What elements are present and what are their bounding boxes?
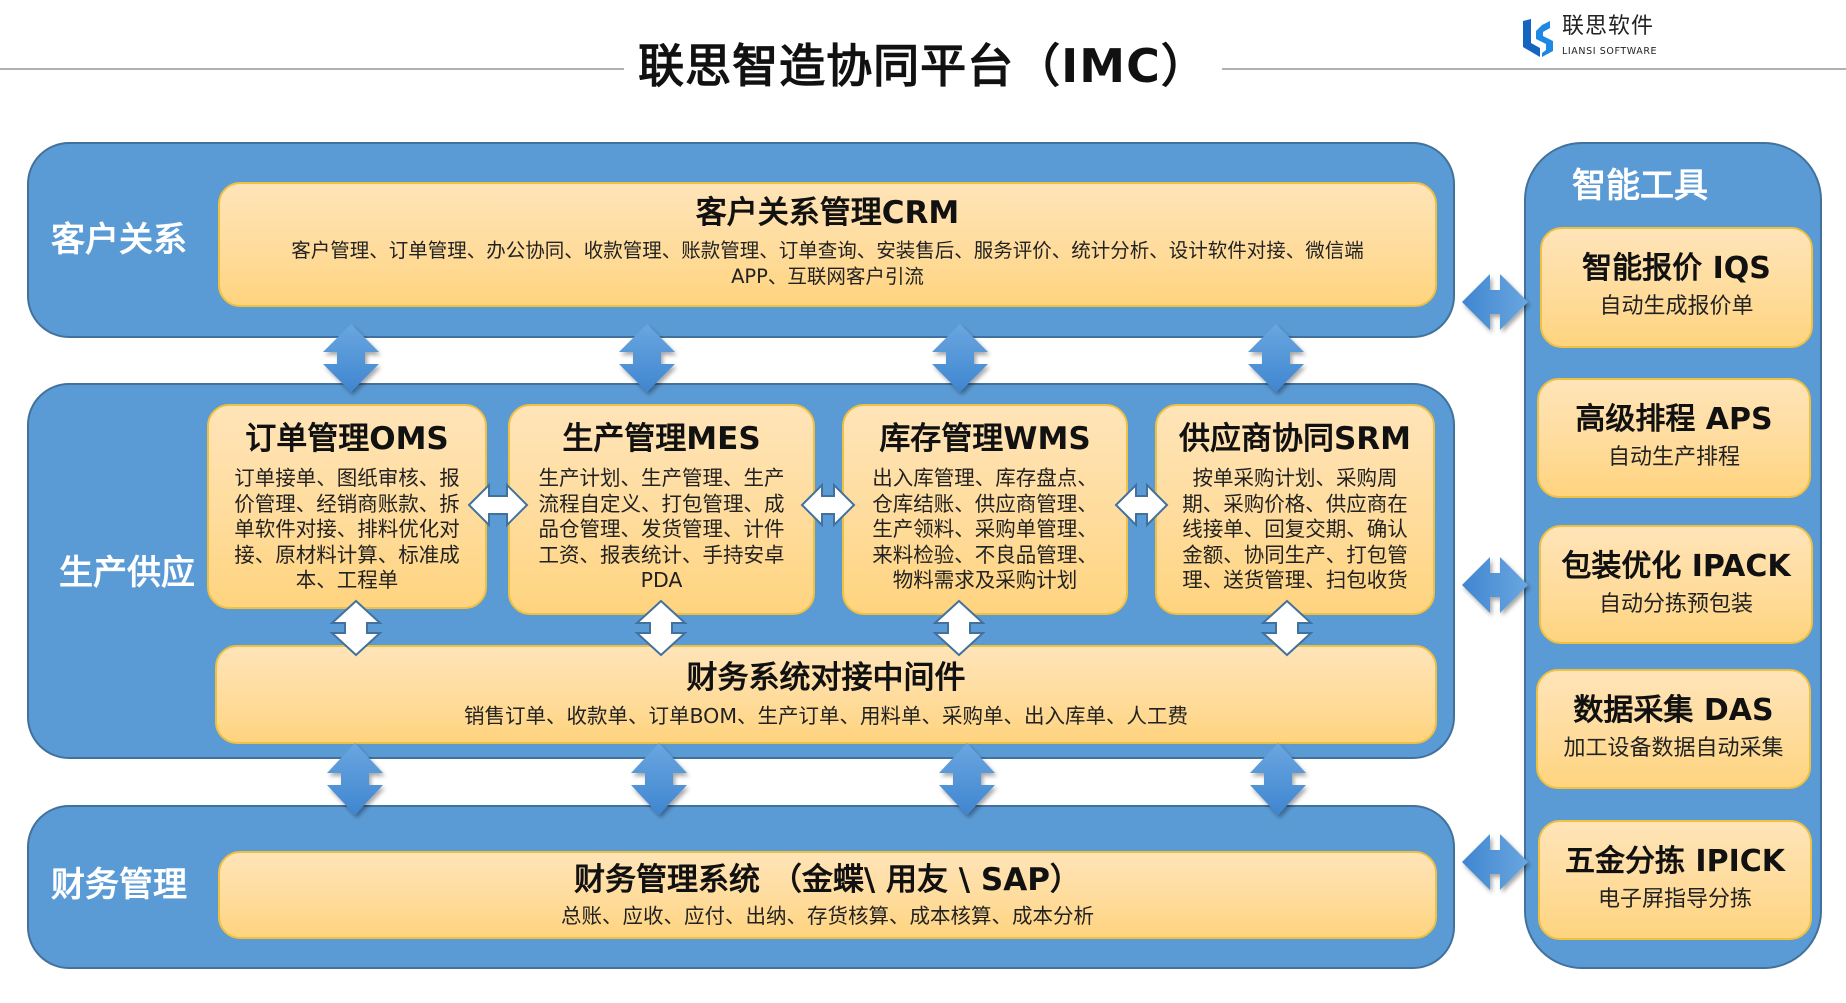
middleware-title: 财务系统对接中间件 [686, 660, 966, 696]
logo-name-en: LIANSI SOFTWARE [1562, 46, 1658, 57]
crm-title: 客户关系管理CRM [695, 195, 960, 231]
ls-logo-icon [1523, 19, 1553, 57]
header-rule-left [0, 68, 640, 70]
module-oms-title: 订单管理OMS [245, 421, 449, 457]
module-mes-card[interactable]: 生产管理MES 生产计划、生产管理、生产流程自定义、打包管理、成品仓管理、发货管… [508, 404, 815, 615]
tool-iqs-desc: 自动生成报价单 [1599, 294, 1754, 319]
page-title: 联思智造协同平台（IMC） [0, 38, 1846, 94]
module-srm-desc: 按单采购计划、采购周期、采购价格、供应商在线接单、回复交期、确认金额、协同生产、… [1182, 466, 1408, 592]
tool-aps-title: 高级排程 APS [1575, 402, 1773, 437]
header-rule-right [1210, 68, 1846, 70]
finance-system-card[interactable]: 财务管理系统 （金蝶\ 用友 \ SAP） 总账、应收、应付、出纳、存货核算、成… [218, 851, 1437, 939]
crm-desc-line1: 客户管理、订单管理、办公协同、收款管理、账款管理、订单查询、安装售后、服务评价、… [291, 239, 1364, 262]
module-mes-title: 生产管理MES [562, 421, 761, 457]
tool-iqs-title: 智能报价 IQS [1582, 251, 1771, 286]
module-wms-desc: 出入库管理、库存盘点、仓库结账、供应商管理、生产领料、采购单管理、来料检验、不良… [872, 466, 1098, 592]
production-supply-label: 生产供应 [59, 553, 195, 593]
tool-iqs-card[interactable]: 智能报价 IQS 自动生成报价单 [1540, 227, 1813, 348]
module-srm-card[interactable]: 供应商协同SRM 按单采购计划、采购周期、采购价格、供应商在线接单、回复交期、确… [1155, 404, 1435, 615]
middleware-card[interactable]: 财务系统对接中间件 销售订单、收款单、订单BOM、生产订单、用料单、采购单、出入… [215, 645, 1437, 744]
logo-name-cn: 联思软件 [1562, 14, 1655, 39]
tool-das-desc: 加工设备数据自动采集 [1563, 736, 1784, 761]
customer-relations-label: 客户关系 [51, 220, 187, 260]
finance-label: 财务管理 [51, 865, 187, 905]
tool-ipack-desc: 自动分拣预包装 [1598, 592, 1753, 617]
tool-ipick-title: 五金分拣 IPICK [1564, 844, 1786, 879]
finance-system-title: 财务管理系统 （金蝶\ 用友 \ SAP） [574, 862, 1081, 898]
module-srm-title: 供应商协同SRM [1178, 421, 1412, 457]
smart-tools-label: 智能工具 [1572, 166, 1708, 206]
crm-card[interactable]: 客户关系管理CRM 客户管理、订单管理、办公协同、收款管理、账款管理、订单查询、… [218, 182, 1437, 307]
module-oms-desc: 订单接单、图纸审核、报价管理、经销商账款、拆单软件对接、排料优化对接、原材料计算… [234, 466, 460, 592]
tool-ipack-card[interactable]: 包装优化 IPACK 自动分拣预包装 [1539, 525, 1813, 644]
tool-das-title: 数据采集 DAS [1573, 693, 1774, 728]
tool-aps-desc: 自动生产排程 [1607, 445, 1740, 470]
module-mes-desc: 生产计划、生产管理、生产流程自定义、打包管理、成品仓管理、发货管理、计件工资、报… [538, 466, 785, 592]
middleware-desc: 销售订单、收款单、订单BOM、生产订单、用料单、采购单、出入库单、人工费 [463, 704, 1189, 728]
tool-aps-card[interactable]: 高级排程 APS 自动生产排程 [1537, 378, 1811, 498]
tool-ipick-card[interactable]: 五金分拣 IPICK 电子屏指导分拣 [1538, 820, 1812, 940]
crm-desc-line2: APP、互联网客户引流 [731, 265, 924, 288]
finance-system-desc: 总账、应收、应付、出纳、存货核算、成本核算、成本分析 [561, 904, 1094, 928]
page-title-text: 联思智造协同平台（IMC） [624, 39, 1222, 93]
double-arrow-horizontal-icon [1462, 557, 1528, 613]
company-logo: 联思软件 LIANSI SOFTWARE [1520, 14, 1700, 64]
module-wms-title: 库存管理WMS [879, 421, 1091, 457]
tool-das-card[interactable]: 数据采集 DAS 加工设备数据自动采集 [1536, 669, 1811, 789]
module-oms-card[interactable]: 订单管理OMS 订单接单、图纸审核、报价管理、经销商账款、拆单软件对接、排料优化… [207, 404, 487, 609]
module-wms-card[interactable]: 库存管理WMS 出入库管理、库存盘点、仓库结账、供应商管理、生产领料、采购单管理… [842, 404, 1128, 615]
double-arrow-horizontal-icon [1462, 834, 1528, 890]
double-arrow-horizontal-icon [1462, 274, 1528, 330]
tool-ipack-title: 包装优化 IPACK [1561, 549, 1791, 584]
tool-ipick-desc: 电子屏指导分拣 [1597, 887, 1752, 912]
